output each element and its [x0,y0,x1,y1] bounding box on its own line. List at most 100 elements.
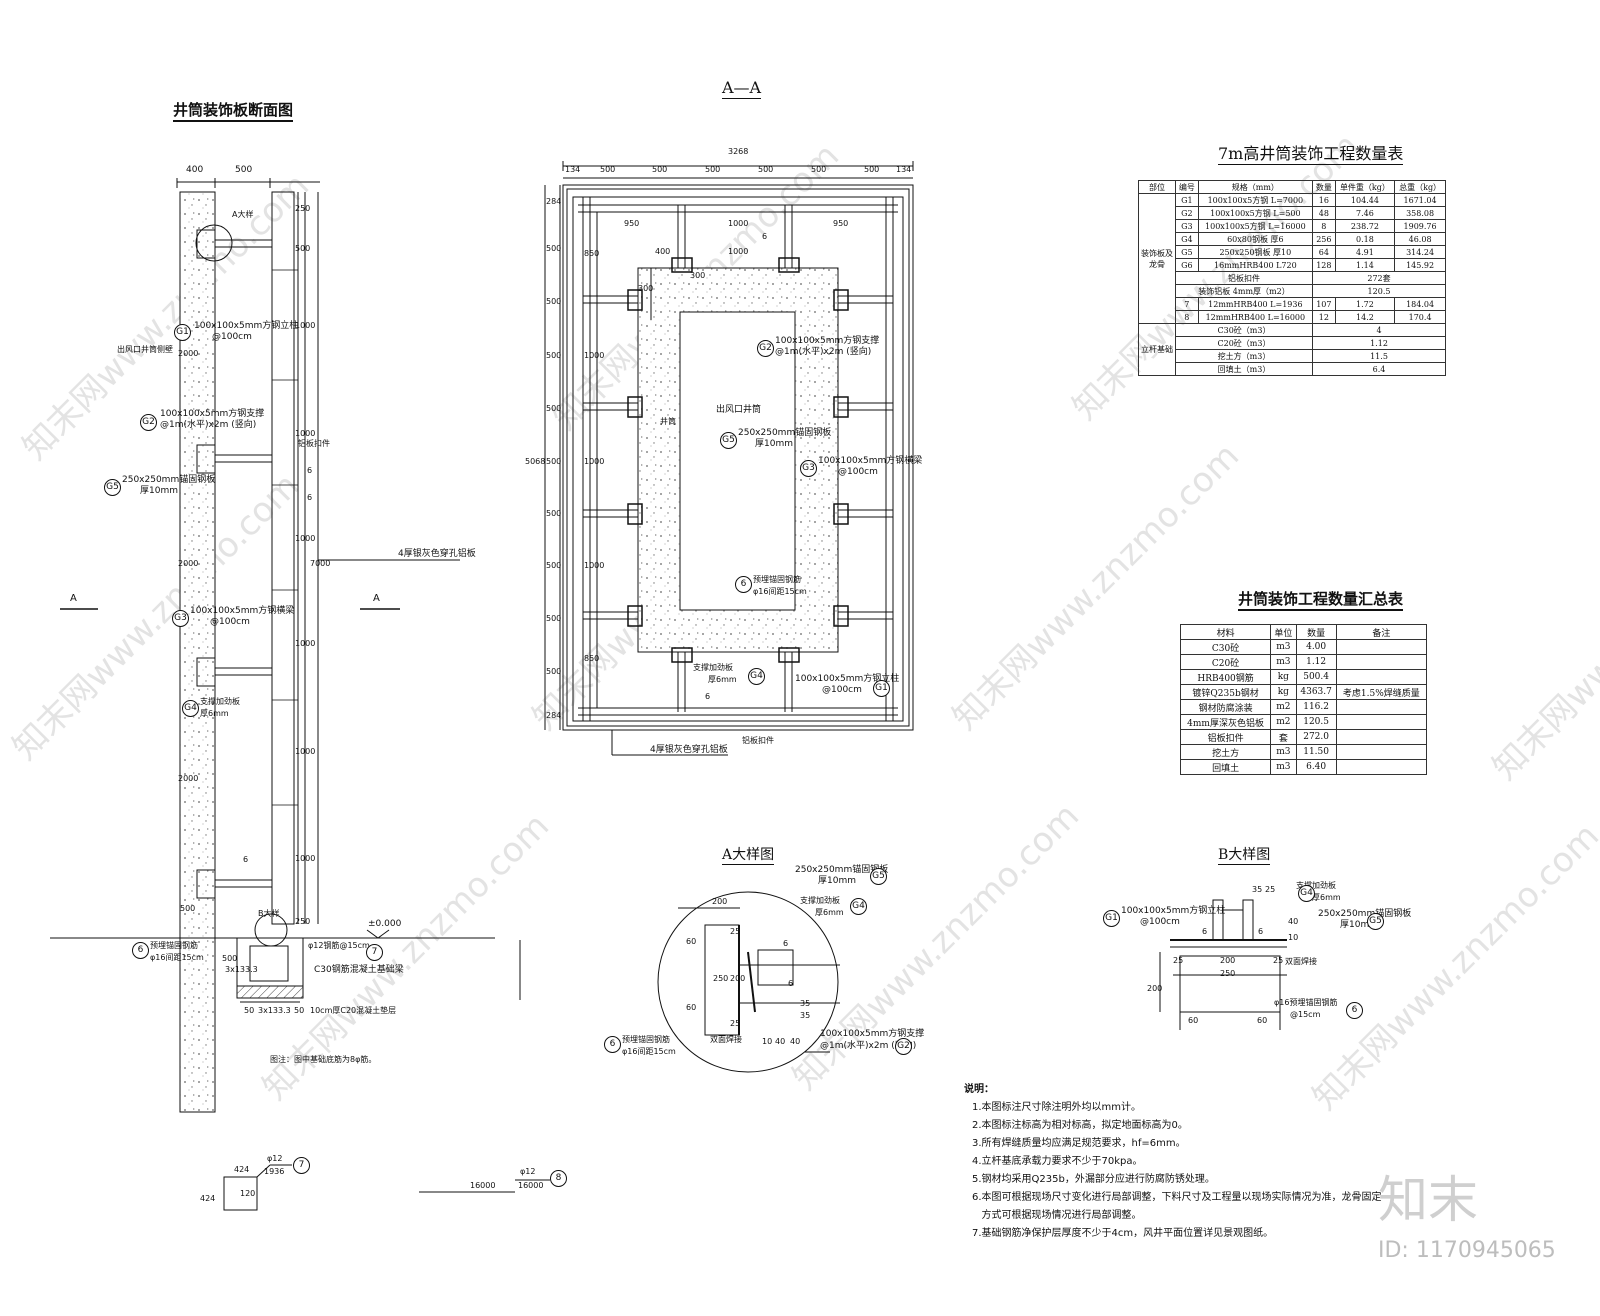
table-cell [1335,654,1428,670]
callout-g4: G4 [748,668,765,685]
table-cell: 46.08 [1394,232,1446,246]
dim-label: 60 [686,937,697,946]
table-cell: m3 [1270,639,1297,655]
table-cell: C20砼 [1179,654,1272,670]
dim-label: 1000 [584,351,605,360]
weld-label: 6 [307,493,313,502]
weld-label: 6 [783,939,789,948]
table-cell: 238.72 [1334,219,1396,233]
dim-label: 200 [1147,984,1163,993]
table-header: 编号 [1175,180,1199,194]
r7-bot: 1936 [264,1167,285,1176]
table-cell: 500.4 [1295,669,1337,685]
dim-label: 500 [546,614,562,623]
dim-label: 35 [800,1011,811,1020]
g1-sub: @100cm [212,332,252,342]
g2-sub: @1m(水平)x2m (竖向) [160,420,257,430]
callout-g5: G5 [104,479,121,496]
da-b6-sub: φ16间距15cm [622,1047,676,1056]
table-cell: kg [1270,684,1297,700]
db-g1-sub: @100cm [1140,917,1180,927]
g5-sub: 厚10mm [140,486,178,496]
r8-len: 16000 [470,1181,496,1190]
table-cell: 4.00 [1295,639,1337,655]
table-cell: 60x80钢板 厚6 [1197,232,1314,246]
table-cell: C30砼（m3） [1175,323,1313,337]
dim-label: 500 [546,244,562,253]
table-cell: 7 [1175,297,1199,311]
table-cell: 1.14 [1334,258,1396,272]
table-cell: 镀锌Q235b钢材 [1179,684,1272,700]
panel-label: 4厚银灰色穿孔铝板 [398,549,476,559]
b6-label: 预埋锚固钢筋 [150,941,198,950]
plan-b6-label: 预埋锚固钢筋 [753,575,801,584]
plan-dim-total: 3268 [728,147,749,156]
dim-label: 500 [546,667,562,676]
quantity-table: 部位 编号 规格（mm） 数量 单件重（kg） 总重（kg） 装饰板及龙骨 G1… [1138,180,1446,376]
table-cell: G5 [1175,245,1199,259]
callout-g4: G4 [182,700,199,717]
callout-g1: G1 [1103,910,1120,927]
dim-label: 1000 [584,561,605,570]
table-cell: C20砼（m3） [1175,336,1313,350]
dim-label: 500 [295,244,311,253]
table-header: 规格（mm） [1197,180,1314,194]
table-header: 单件重（kg） [1334,180,1396,194]
plan-well-label: 井筒 [660,417,676,426]
dim-label: 500 [652,165,668,174]
detail-b-mark: B大样 [258,909,280,918]
dim-label: 850 [584,249,600,258]
table-cell: 4.91 [1334,245,1396,259]
da-g5-sub: 厚10mm [818,876,856,886]
table-cell: 16 [1312,193,1336,207]
table-cell: 145.92 [1394,258,1446,272]
dim-label: 400 [186,165,204,175]
callout-g2: G2 [140,414,157,431]
b6-sub: φ16间距15cm [150,953,204,962]
note-item: 2.本图标注标高为相对标高，拟定地面标高为0。 [972,1120,1188,1131]
table-cell: C30砼 [1179,639,1272,655]
dim-label: 300 [690,271,706,280]
found-dim: 3x133.3 [225,965,258,974]
dim-label: 35 [1252,885,1263,894]
weld-label: 6 [1258,927,1264,936]
g3-sub: @100cm [210,617,250,627]
g2-label: 100x100x5mm方钢支撑 [160,409,265,419]
dim-label: 500 [864,165,880,174]
table-cell: G1 [1175,193,1199,207]
table2-title: 井筒装饰工程数量汇总表 [1238,592,1404,611]
table-cell: 120.5 [1295,714,1337,730]
dim-label: 500 [546,561,562,570]
detail-a-mark: A大样 [232,210,254,219]
found-dim: 500 [222,954,238,963]
found-dim: 3x133.3 [258,1006,291,1015]
dim-label: 400 [655,247,671,256]
dim-label: 2000 [178,349,199,358]
dim-label: 500 [546,297,562,306]
table-cell: 120.5 [1312,284,1446,298]
callout-g5: G5 [1367,913,1384,930]
g1-label: 100x100x5mm方钢立柱 [194,321,299,331]
callout-g1: G1 [174,324,191,341]
dim-label: 250 [713,974,729,983]
c30-label: C30钢筋混凝土基础梁 [314,965,404,975]
table-cell: 4mm厚深灰色铝板 [1179,714,1272,730]
callout-g5: G5 [870,868,887,885]
dim-label: 500 [546,404,562,413]
image-id: ID: 1170945065 [1378,1238,1556,1263]
table-cell: 256 [1312,232,1336,246]
dim-label: 284 [546,711,562,720]
r7-inner: 120 [240,1189,256,1198]
table-cell: 116.2 [1295,699,1337,715]
plan-clip-label: 铝板扣件 [742,736,774,745]
plan-title: A—A [722,78,762,99]
dim-label: 134 [565,165,581,174]
table-cell: 回填土（m3） [1175,362,1313,376]
table-cell: 358.08 [1394,206,1446,220]
table-header: 数量 [1312,180,1336,194]
dim-label: 500 [758,165,774,174]
dim-label: 60 [1257,1016,1268,1025]
dim-label: 1000 [295,429,316,438]
